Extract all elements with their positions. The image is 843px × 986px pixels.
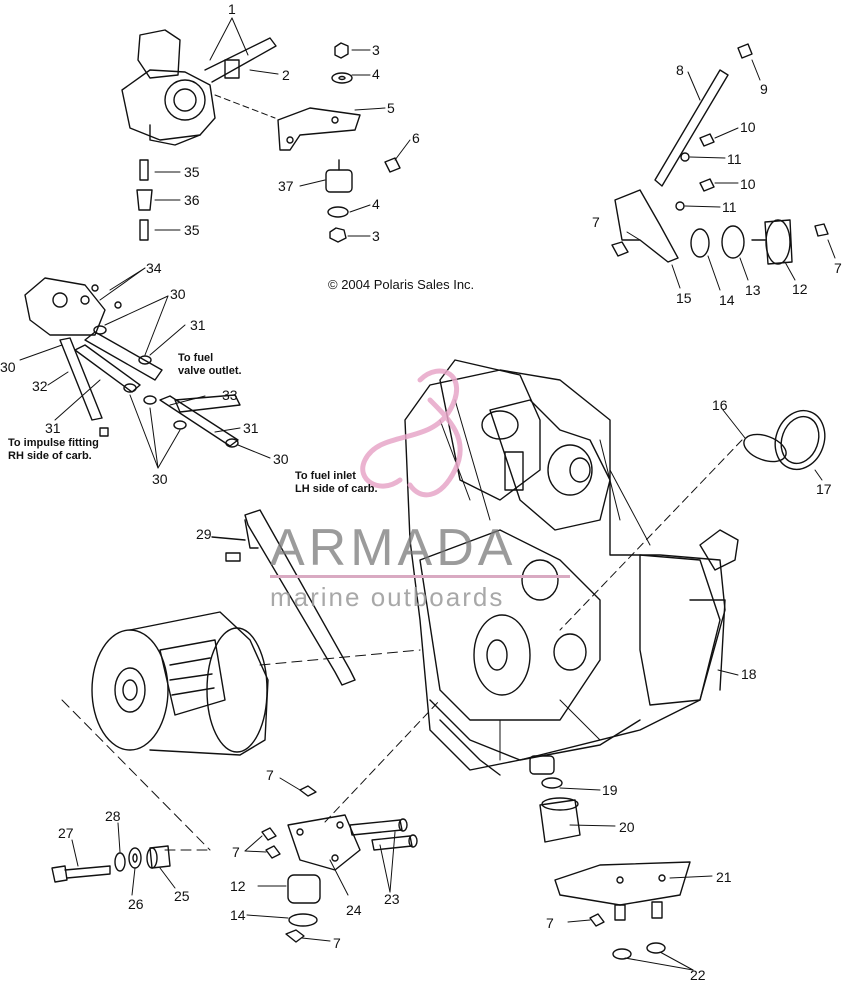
callout-number: 21 bbox=[716, 869, 732, 885]
callout-number: 10 bbox=[740, 119, 756, 135]
rubber-mount bbox=[539, 777, 581, 843]
callout-number: 10 bbox=[740, 176, 756, 192]
callout-number: 7 bbox=[232, 844, 240, 860]
callout-number: 14 bbox=[719, 292, 735, 308]
callout-number: 1 bbox=[228, 1, 236, 17]
callout-number: 31 bbox=[45, 420, 61, 436]
callout-number: 7 bbox=[546, 915, 554, 931]
callout-number: 11 bbox=[727, 151, 742, 167]
callout-number: 7 bbox=[333, 935, 341, 951]
callout-number: 18 bbox=[741, 666, 757, 682]
callout-number: 22 bbox=[690, 967, 706, 983]
leader-lines-bottom-left bbox=[71, 822, 176, 896]
watermark-brand: ARMADA bbox=[270, 519, 517, 577]
note-impulse-fitting: To impulse fitting RH side of carb. bbox=[8, 437, 99, 463]
callout-number: 32 bbox=[32, 378, 48, 394]
callout-number: 36 bbox=[184, 192, 200, 208]
leader-lines-bottom-right bbox=[567, 875, 713, 971]
callout-number: 17 bbox=[816, 481, 832, 497]
note-fuel-valve: To fuel valve outlet. bbox=[178, 352, 242, 378]
callout-number: 29 bbox=[196, 526, 212, 542]
callout-number: 35 bbox=[184, 222, 200, 238]
watermark-underline bbox=[270, 575, 570, 578]
callout-number: 16 bbox=[712, 397, 728, 413]
callout-number: 12 bbox=[230, 878, 246, 894]
note-line: RH side of carb. bbox=[8, 450, 92, 462]
clamp-and-cap bbox=[743, 409, 826, 471]
callout-number: 23 bbox=[384, 891, 400, 907]
callout-number: 8 bbox=[676, 62, 684, 78]
callout-number: 7 bbox=[834, 260, 842, 276]
callout-number: 7 bbox=[592, 214, 600, 230]
callout-number: 13 bbox=[745, 282, 761, 298]
leader-lines-top bbox=[154, 17, 411, 237]
callout-number: 31 bbox=[243, 420, 259, 436]
callout-number: 30 bbox=[273, 451, 289, 467]
note-line: To fuel inlet bbox=[295, 470, 356, 482]
callout-number: 24 bbox=[346, 902, 362, 918]
callout-number: 33 bbox=[222, 387, 238, 403]
skid-plate bbox=[554, 861, 691, 960]
callout-number: 15 bbox=[676, 290, 692, 306]
callout-number: 2 bbox=[282, 67, 290, 83]
callout-number: 4 bbox=[372, 196, 380, 212]
callout-number: 4 bbox=[372, 66, 380, 82]
fuel-hoses bbox=[59, 325, 241, 448]
callout-number: 30 bbox=[0, 359, 16, 375]
engine-details bbox=[439, 399, 651, 761]
callout-number: 28 bbox=[105, 808, 121, 824]
callout-number: 5 bbox=[387, 100, 395, 116]
carburetor bbox=[121, 29, 277, 146]
mount-bracket-assembly bbox=[611, 43, 829, 265]
callout-number: 34 bbox=[146, 260, 162, 276]
callout-number: 6 bbox=[412, 130, 420, 146]
small-hardware bbox=[136, 42, 401, 243]
callout-number: 30 bbox=[152, 471, 168, 487]
callout-number: 35 bbox=[184, 164, 200, 180]
callout-number: 19 bbox=[602, 782, 618, 798]
leader-lines-clutch bbox=[61, 649, 421, 851]
callout-number: 14 bbox=[230, 907, 246, 923]
note-line: To impulse fitting bbox=[8, 437, 99, 449]
callout-number: 37 bbox=[278, 178, 294, 194]
callout-number: 26 bbox=[128, 896, 144, 912]
fuel-pump bbox=[24, 277, 122, 336]
support-rod bbox=[211, 509, 356, 686]
leader-lines-fuel bbox=[19, 267, 271, 469]
note-fuel-inlet: To fuel inlet LH side of carb. bbox=[295, 470, 378, 496]
engine-mount-center bbox=[261, 699, 441, 943]
note-line: To fuel bbox=[178, 352, 214, 364]
callout-number: 25 bbox=[174, 888, 190, 904]
drive-clutch bbox=[91, 611, 269, 756]
copyright-text: © 2004 Polaris Sales Inc. bbox=[328, 277, 475, 292]
bolt-and-spacers bbox=[51, 845, 171, 883]
callout-number: 11 bbox=[722, 199, 737, 215]
callout-number: 27 bbox=[58, 825, 74, 841]
engine-block bbox=[404, 359, 739, 776]
callout-number: 20 bbox=[619, 819, 635, 835]
note-line: LH side of carb. bbox=[295, 483, 378, 495]
callout-number: 31 bbox=[190, 317, 206, 333]
leader-lines-bottom-center bbox=[244, 777, 396, 942]
callout-number: 9 bbox=[760, 81, 768, 97]
leader-lines-mid bbox=[559, 409, 823, 827]
callout-number: 3 bbox=[372, 42, 380, 58]
note-line: valve outlet. bbox=[178, 365, 242, 377]
callout-number: 3 bbox=[372, 228, 380, 244]
watermark-tagline: marine outboards bbox=[270, 582, 505, 612]
leader-lines-right bbox=[626, 59, 836, 291]
watermark-logo bbox=[360, 368, 463, 498]
callout-number: 7 bbox=[266, 767, 274, 783]
callout-number: 12 bbox=[792, 281, 808, 297]
callout-number: 30 bbox=[170, 286, 186, 302]
